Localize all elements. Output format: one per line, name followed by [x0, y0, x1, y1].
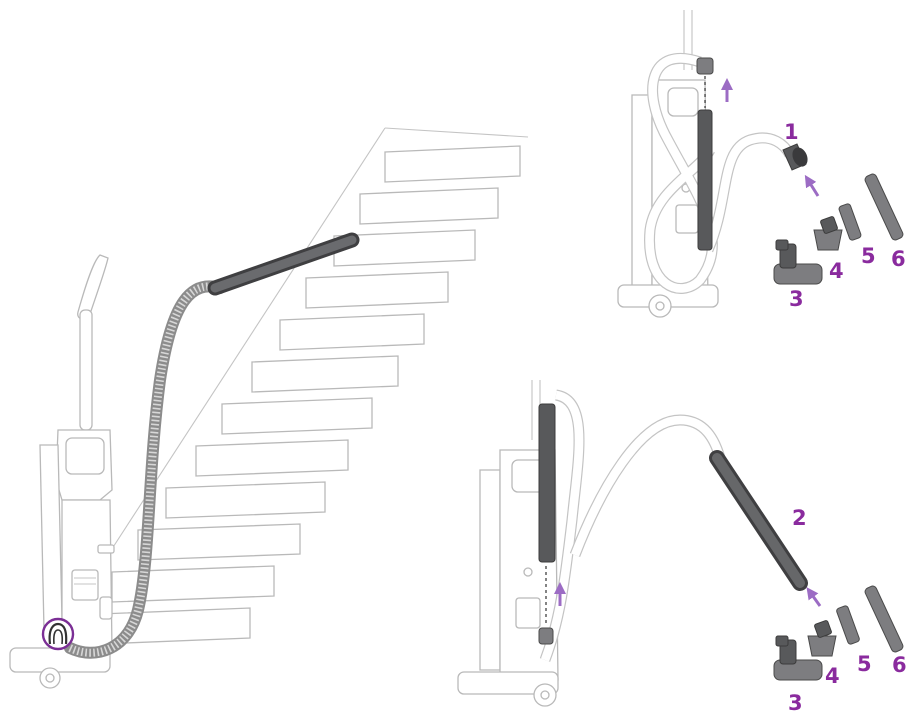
hose-cuff — [697, 58, 713, 74]
accessory-crevice-tool — [864, 173, 904, 242]
vacuum-cleaner-bottom — [458, 380, 720, 706]
label-6: 6 — [891, 247, 906, 271]
accessory-extension-wand — [717, 458, 800, 583]
accessory-dusting-brush — [838, 203, 862, 241]
wand-clip — [539, 628, 553, 644]
wand-tube — [539, 404, 555, 562]
accessory-crevice-tool — [864, 585, 904, 654]
label-1: 1 — [784, 120, 799, 144]
label-2: 2 — [792, 506, 807, 530]
accessory-upholstery-tool — [814, 216, 842, 250]
accessory-dusting-brush — [836, 605, 860, 645]
accessory-turbo-brush — [774, 240, 822, 284]
label-5: 5 — [861, 244, 876, 268]
accessory-hose-cuff — [783, 144, 810, 170]
label-6: 6 — [892, 653, 907, 677]
label-3: 3 — [789, 287, 804, 311]
arrow-up-icon — [808, 180, 818, 196]
stored-wand — [698, 110, 712, 250]
accessory-upholstery-tool — [808, 620, 836, 656]
dust-cup — [40, 445, 62, 630]
vacuum-cleaner-top — [618, 10, 790, 317]
label-3: 3 — [788, 691, 803, 712]
label-5: 5 — [857, 652, 872, 676]
banister-top — [385, 128, 528, 137]
label-4: 4 — [829, 259, 844, 283]
dust-cup — [480, 470, 500, 670]
hose-icon — [43, 619, 73, 649]
handle-grip — [78, 255, 108, 319]
label-4: 4 — [825, 664, 840, 688]
arrow-up-icon — [810, 592, 820, 606]
wand-pole — [80, 310, 92, 430]
